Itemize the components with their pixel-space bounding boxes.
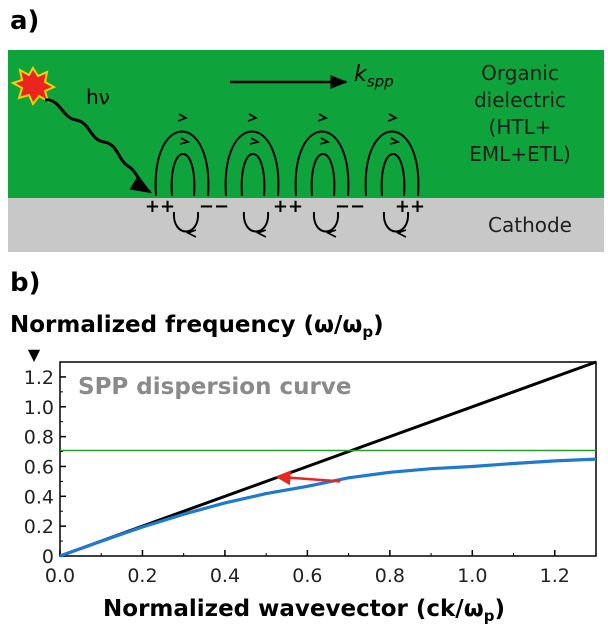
field-lines-upper — [154, 113, 420, 197]
organic-label-line: dielectric — [473, 88, 567, 112]
x-tick-label: 1.0 — [457, 565, 487, 587]
x-axis-title-end: ) — [494, 596, 505, 622]
surface-charge-label: −− — [335, 196, 365, 217]
panel-b-label: b) — [10, 268, 41, 298]
surface-charges: ++ −− ++ −− ++ — [145, 196, 425, 217]
surface-charge-label: −− — [199, 196, 229, 217]
y-tick-label: 0.6 — [24, 456, 54, 478]
coupling-arrow — [275, 470, 341, 486]
field-lines-lower — [172, 211, 410, 238]
x-tick-label: 0.8 — [375, 565, 405, 587]
organic-dielectric-layer — [8, 50, 604, 198]
dispersion-chart: ▼ 0 0.2 0.4 0.6 0.8 1.0 1.2 0.0 0.2 0.4 0.6 0.8 1.0 1.… — [24, 345, 597, 587]
photon-wave — [44, 98, 152, 194]
x-tick-label: 0.2 — [127, 565, 157, 587]
k-spp-label: kspp — [354, 62, 394, 90]
y-axis-title-end: ) — [373, 312, 384, 338]
photon-label: hν — [86, 85, 110, 109]
plot-frame — [59, 361, 597, 557]
organic-label-line: (HTL+ — [488, 115, 552, 139]
panel-a-label: a) — [10, 6, 40, 36]
x-axis-title-main: Normalized wavevector (ck/ω — [103, 596, 484, 622]
x-axis-title-sub: p — [483, 607, 495, 625]
y-tick-label: 0.8 — [24, 427, 54, 449]
emitter-star-icon — [10, 66, 57, 106]
x-axis-title: Normalized wavevector (ck/ωp) — [0, 596, 608, 625]
y-tick-label: 0 — [42, 546, 54, 568]
cathode-layer — [8, 198, 604, 252]
y-axis-title-sub: p — [362, 323, 374, 341]
organic-label-line: EML+ETL) — [469, 142, 571, 166]
x-tick-label: 0.4 — [210, 565, 240, 587]
y-axis-title-main: Normalized frequency (ω/ω — [10, 312, 363, 338]
y-tick-label: 1.2 — [24, 367, 54, 389]
surface-charge-label: ++ — [395, 196, 425, 217]
organic-label-line: Organic — [481, 61, 559, 85]
x-tick-label: 0.6 — [292, 565, 322, 587]
y-tick-label: 0.4 — [24, 486, 54, 508]
k-spp-subscript: spp — [366, 72, 394, 91]
y-axis-title: Normalized frequency (ω/ωp) — [10, 312, 384, 341]
spp-curve-label: SPP dispersion curve — [78, 374, 352, 400]
spp-dispersion-curve — [59, 457, 597, 558]
surface-charge-label: ++ — [145, 196, 175, 217]
y-tick-label: 1.0 — [24, 397, 54, 419]
organic-layer-label: Organic dielectric (HTL+ EML+ETL) — [440, 60, 600, 168]
y-axis-marker-icon: ▼ — [28, 345, 41, 364]
k-spp-main: k — [354, 62, 367, 87]
cathode-label: Cathode — [488, 213, 572, 237]
x-tick-label: 0.0 — [45, 565, 75, 587]
surface-charge-label: ++ — [273, 196, 303, 217]
x-tick-label: 1.2 — [540, 565, 570, 587]
y-tick-label: 0.2 — [24, 516, 54, 538]
